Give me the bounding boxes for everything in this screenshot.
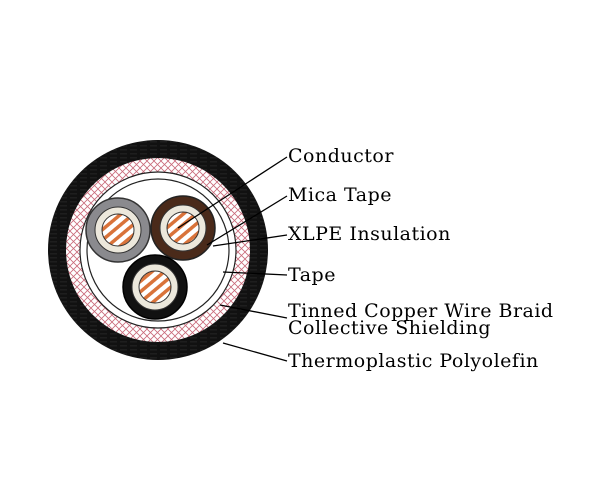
leader-mica-tape [206, 195, 288, 246]
leader-conductor [177, 156, 288, 229]
label-mica-tape: Mica Tape [288, 184, 392, 206]
core-gray [85, 197, 151, 263]
leader-tape [222, 271, 288, 276]
label-conductor: Conductor [288, 145, 394, 167]
core-brown [150, 195, 216, 261]
label-tape: Tape [288, 264, 336, 286]
leader-xlpe [212, 234, 288, 247]
core-black [122, 254, 188, 320]
leader-lines [177, 156, 288, 362]
label-braid-line2: Collective Shielding [288, 317, 492, 339]
label-sheath: Thermoplastic Polyolefin [288, 350, 539, 372]
label-xlpe-insulation: XLPE Insulation [288, 223, 451, 245]
leader-braid [219, 304, 288, 319]
label-braid-line1: Tinned Copper Wire Braid [288, 300, 554, 322]
leader-sheath [222, 342, 288, 362]
